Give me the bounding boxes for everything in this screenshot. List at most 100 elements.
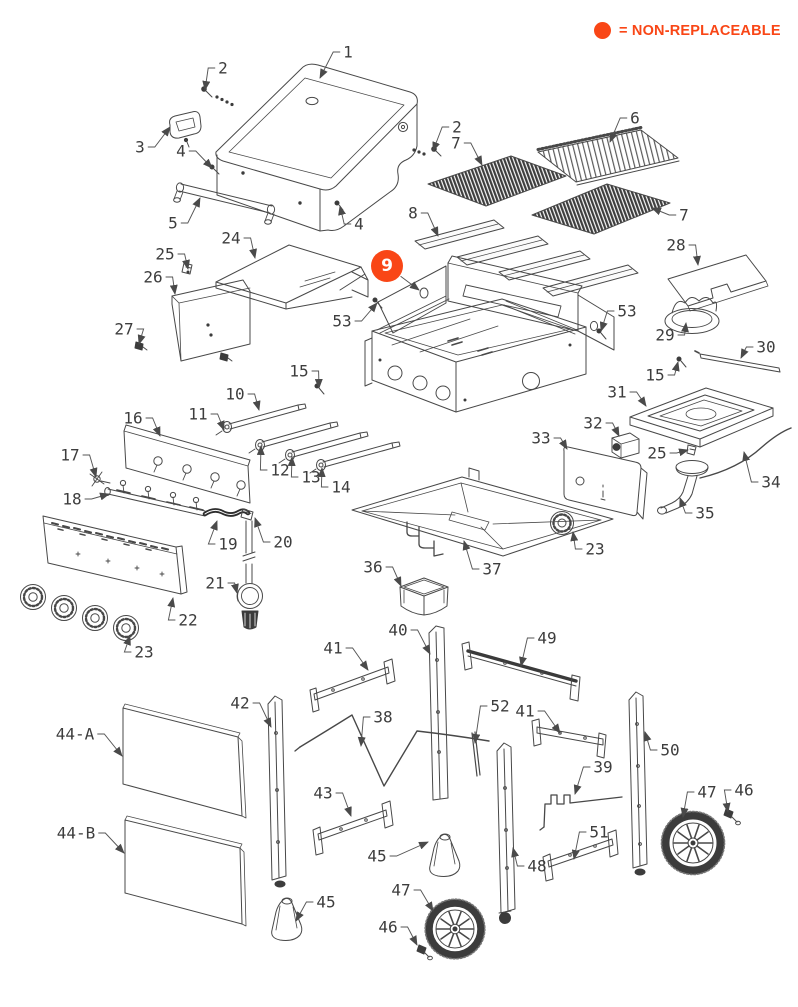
part-brace-41-right: [531, 718, 607, 759]
callout-39: 39: [573, 758, 613, 795]
svg-text:6: 6: [630, 109, 640, 128]
svg-text:20: 20: [273, 533, 292, 552]
part-wheel-front: [424, 898, 486, 960]
part-firebox: [364, 255, 615, 413]
svg-text:23: 23: [585, 540, 604, 559]
callout-31: 31: [607, 383, 647, 407]
callout-47: 47: [391, 881, 434, 912]
part-screw-15-right: [676, 356, 687, 368]
part-handle: [173, 182, 276, 225]
svg-text:23: 23: [134, 643, 153, 662]
svg-text:45: 45: [316, 893, 335, 912]
part-burner-bowl: [664, 297, 720, 334]
svg-text:53: 53: [332, 312, 351, 331]
callout-46: 46: [378, 918, 418, 946]
callout-5: 5: [168, 197, 201, 233]
callout-44-A: 44-A: [56, 725, 123, 757]
callout-25: 25: [155, 245, 190, 270]
svg-text:4: 4: [176, 142, 186, 161]
part-left-side-shelf: [215, 244, 369, 310]
callout-40: 40: [388, 621, 431, 655]
svg-text:19: 19: [218, 535, 237, 554]
svg-text:35: 35: [695, 504, 714, 523]
svg-text:44-A: 44-A: [56, 725, 95, 744]
callout-29: 29: [655, 322, 689, 345]
svg-text:7: 7: [451, 134, 461, 153]
part-rear-panel: [123, 424, 251, 504]
callout-45: 45: [367, 841, 429, 866]
callout-48: 48: [511, 847, 547, 876]
svg-text:30: 30: [756, 338, 775, 357]
callout-15: 15: [645, 361, 680, 385]
svg-text:21: 21: [205, 574, 224, 593]
part-bolt-front: [416, 944, 433, 961]
callout-53: 53: [332, 302, 378, 331]
svg-text:41: 41: [515, 702, 534, 721]
svg-text:42: 42: [230, 694, 249, 713]
svg-text:37: 37: [482, 560, 501, 579]
callout-3: 3: [135, 126, 171, 157]
part-clip-25-right: [686, 444, 697, 456]
svg-text:33: 33: [531, 429, 550, 448]
part-screws-2-right: [412, 146, 442, 157]
part-hinge-brackets: [134, 341, 233, 362]
svg-text:39: 39: [593, 758, 612, 777]
callout-25: 25: [647, 444, 689, 463]
part-valve: [89, 471, 111, 487]
callout-18: 18: [62, 490, 110, 509]
svg-text:31: 31: [607, 383, 626, 402]
part-screw-53-right: [596, 328, 607, 340]
callout-11: 11: [188, 405, 225, 431]
callout-4: 4: [338, 205, 364, 234]
svg-text:25: 25: [155, 245, 174, 264]
svg-text:13: 13: [301, 468, 320, 487]
callout-10: 10: [225, 385, 261, 411]
svg-text:26: 26: [143, 268, 162, 287]
callout-43: 43: [313, 784, 352, 817]
svg-text:2: 2: [452, 118, 462, 137]
svg-text:3: 3: [135, 138, 145, 157]
part-leg-50: [628, 691, 648, 876]
callout-15: 15: [289, 362, 323, 389]
part-control-knob-right: [550, 511, 574, 535]
part-bolt-right: [723, 808, 741, 826]
callout-37: 37: [462, 540, 502, 579]
part-crossover-tube: [694, 350, 781, 373]
svg-text:53: 53: [617, 302, 636, 321]
part-manifold: [104, 479, 206, 517]
svg-text:29: 29: [655, 326, 674, 345]
svg-text:12: 12: [270, 461, 289, 480]
part-leg-40: [428, 625, 449, 801]
svg-text:52: 52: [490, 697, 509, 716]
svg-text:24: 24: [221, 229, 240, 248]
svg-text:45: 45: [367, 847, 386, 866]
part-side-panel-a: [122, 703, 247, 819]
svg-text:27: 27: [114, 320, 133, 339]
callout-2: 2: [432, 118, 462, 152]
part-warming-rack: [536, 126, 680, 186]
callout-35: 35: [679, 497, 715, 523]
callout-52: 52: [472, 697, 510, 744]
callout-34: 34: [742, 451, 781, 492]
svg-text:9: 9: [381, 256, 393, 276]
part-leg-cap-front: [429, 833, 461, 877]
non-replaceable-highlight: [371, 250, 403, 282]
svg-text:1: 1: [343, 43, 353, 62]
svg-text:15: 15: [289, 362, 308, 381]
part-lid: [215, 63, 418, 232]
svg-text:48: 48: [527, 857, 546, 876]
part-side-panel-b: [124, 815, 247, 927]
part-screw-15-left: [314, 383, 325, 395]
callout-47: 47: [680, 783, 717, 818]
callout-32: 32: [583, 414, 620, 437]
part-tray-hanger: [406, 521, 444, 557]
svg-text:15: 15: [645, 366, 664, 385]
svg-text:50: 50: [660, 741, 679, 760]
svg-text:36: 36: [363, 558, 382, 577]
callout-21: 21: [205, 574, 239, 594]
callout-50: 50: [643, 731, 680, 760]
non-replaceable-marker-icon: [594, 22, 611, 39]
part-leg-42: [267, 695, 287, 888]
svg-text:8: 8: [408, 204, 418, 223]
